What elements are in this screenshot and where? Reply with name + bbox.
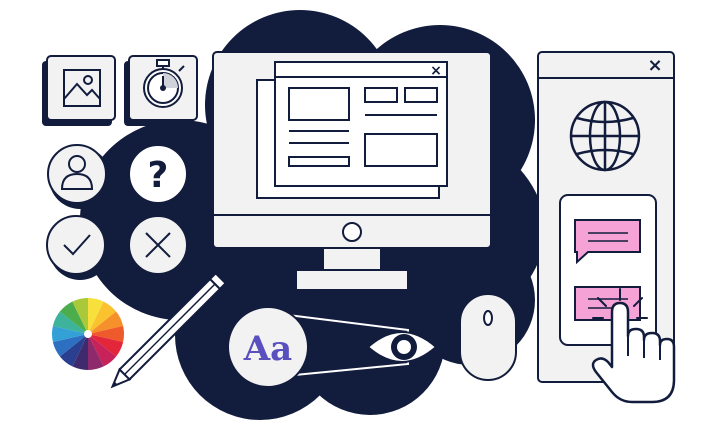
color-wheel-segment <box>88 334 117 367</box>
color-wheel-segment <box>88 298 104 334</box>
confirm-button[interactable] <box>46 215 111 280</box>
help-button[interactable]: ? <box>128 144 193 209</box>
color-wheel-segment <box>88 334 104 370</box>
wireframe-button <box>404 87 438 103</box>
hand-cursor-icon <box>591 301 676 404</box>
chat-screen <box>559 194 657 346</box>
wireframe-window: × <box>274 61 448 187</box>
color-wheel-center <box>84 330 92 338</box>
user-icon-button[interactable] <box>47 144 111 209</box>
color-wheel-segment <box>59 334 88 367</box>
color-wheel-segment <box>72 298 88 334</box>
color-wheel-segment <box>88 334 124 357</box>
color-wheel-segment <box>59 301 88 334</box>
close-icon[interactable]: × <box>647 55 662 76</box>
image-icon <box>63 69 101 107</box>
check-icon <box>63 234 91 256</box>
color-wheel-segment <box>88 325 125 343</box>
monitor-stand <box>295 269 409 291</box>
user-icon <box>60 155 94 190</box>
power-button[interactable] <box>342 222 362 242</box>
color-wheel-segment <box>52 334 88 357</box>
chat-bubble[interactable] <box>574 286 641 321</box>
click-burst <box>592 288 648 319</box>
color-wheel-segment <box>88 311 124 334</box>
desktop-monitor: × <box>212 51 492 291</box>
x-icon <box>145 232 171 258</box>
scroll-wheel <box>483 310 493 326</box>
color-wheel-segment <box>52 325 88 343</box>
globe-icon <box>569 100 641 172</box>
color-wheel-segment <box>88 301 117 334</box>
color-wheel-segment <box>72 334 88 370</box>
stopwatch-icon <box>143 59 185 108</box>
wireframe-image-block <box>288 87 350 121</box>
mouse-icon[interactable] <box>459 293 517 381</box>
question-mark-icon: ? <box>148 155 169 196</box>
image-icon-tile[interactable] <box>42 55 116 126</box>
stopwatch-icon-tile[interactable] <box>124 55 198 126</box>
wireframe-content-block <box>364 133 438 167</box>
typography-label: Aa <box>243 329 292 369</box>
typography-icon[interactable]: Aa <box>227 306 309 388</box>
monitor-neck <box>322 247 382 271</box>
wireframe-button <box>364 87 398 103</box>
close-icon[interactable]: × <box>430 63 442 79</box>
chat-bubble[interactable] <box>574 219 641 265</box>
color-wheel-segment <box>52 311 88 334</box>
color-wheel-icon[interactable] <box>52 298 125 370</box>
eye-icon[interactable] <box>366 331 438 363</box>
cancel-button[interactable] <box>128 215 193 280</box>
pencil-icon[interactable] <box>108 271 228 391</box>
